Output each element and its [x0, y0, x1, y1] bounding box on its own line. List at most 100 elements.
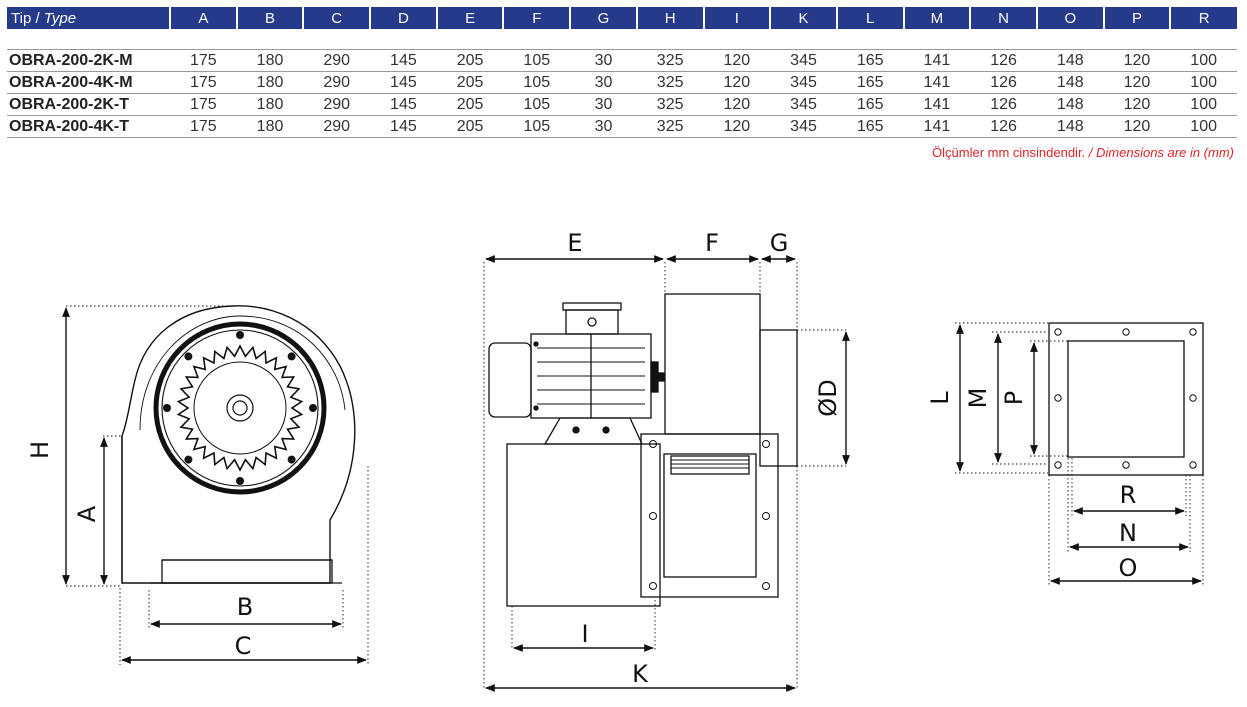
bolt-hole — [236, 477, 244, 485]
model-cell: OBRA-200-4K-T — [7, 115, 170, 138]
value-cell: 148 — [1036, 115, 1104, 138]
value-cell: 120 — [703, 71, 771, 94]
value-cell: 325 — [636, 115, 704, 138]
table-header-row: Tip / Type A B C D E F G H I K L M N O P… — [7, 7, 1237, 29]
bolt-hole — [163, 404, 171, 412]
bolt-hole — [287, 352, 296, 361]
column-header: N — [970, 7, 1038, 29]
value-cell: 30 — [570, 49, 637, 72]
value-cell: 175 — [170, 115, 237, 138]
value-cell: 165 — [836, 93, 904, 116]
units-note-en: / Dimensions are in (mm) — [1088, 145, 1234, 160]
value-cell: 175 — [170, 49, 237, 72]
value-cell: 100 — [1170, 71, 1237, 94]
value-cell: 345 — [770, 49, 837, 72]
value-cell: 205 — [436, 71, 504, 94]
front-view — [483, 262, 846, 690]
column-header: G — [570, 7, 638, 29]
column-header: E — [436, 7, 505, 29]
dim-label-b: B — [237, 593, 253, 621]
value-cell: 120 — [703, 115, 771, 138]
column-header: M — [903, 7, 972, 29]
dim-label-r: R — [1120, 481, 1137, 509]
value-cell: 148 — [1036, 93, 1104, 116]
value-cell: 105 — [503, 71, 571, 94]
value-cell: 325 — [636, 49, 704, 72]
bolt-hole — [184, 352, 193, 361]
bolt-hole — [309, 404, 317, 412]
value-cell: 126 — [970, 49, 1037, 72]
value-cell: 30 — [570, 115, 637, 138]
value-cell: 290 — [303, 71, 371, 94]
dim-label-n: N — [1119, 519, 1137, 547]
value-cell: 141 — [903, 49, 971, 72]
value-cell: 290 — [303, 93, 371, 116]
value-cell: 100 — [1170, 93, 1237, 116]
dim-label-e: E — [567, 229, 582, 257]
value-cell: 148 — [1036, 49, 1104, 72]
model-cell: OBRA-200-4K-M — [7, 71, 170, 94]
bolt-hole — [236, 331, 244, 339]
flange-view-dimensions — [956, 324, 1202, 585]
dim-label-c: C — [235, 632, 252, 660]
value-cell: 141 — [903, 71, 971, 94]
value-cell: 345 — [770, 71, 837, 94]
value-cell: 120 — [703, 49, 771, 72]
side-view-dimensions — [62, 307, 367, 664]
side-view — [66, 305, 369, 665]
value-cell: 120 — [703, 93, 771, 116]
value-cell: 165 — [836, 49, 904, 72]
value-cell: 126 — [970, 71, 1037, 94]
dim-label-l: L — [926, 391, 954, 405]
value-cell: 175 — [170, 93, 237, 116]
value-cell: 105 — [503, 115, 571, 138]
value-cell: 325 — [636, 93, 704, 116]
value-cell: 120 — [1103, 49, 1171, 72]
value-cell: 165 — [836, 71, 904, 94]
value-cell: 100 — [1170, 115, 1237, 138]
value-cell: 205 — [436, 115, 504, 138]
dim-label-p: P — [1000, 391, 1028, 405]
column-header: D — [370, 7, 438, 29]
model-cell: OBRA-200-2K-T — [7, 93, 170, 116]
value-cell: 180 — [236, 93, 304, 116]
value-cell: 325 — [636, 71, 704, 94]
type-label-en: Type — [43, 9, 77, 27]
flange-view — [955, 322, 1204, 587]
value-cell: 205 — [436, 49, 504, 72]
bolt-hole — [287, 455, 296, 464]
bolt-hole — [184, 455, 193, 464]
value-cell: 345 — [770, 93, 837, 116]
value-cell: 205 — [436, 93, 504, 116]
column-header: L — [836, 7, 905, 29]
value-cell: 180 — [236, 71, 304, 94]
value-cell: 126 — [970, 115, 1037, 138]
column-header: C — [303, 7, 372, 29]
value-cell: 120 — [1103, 93, 1171, 116]
dim-label-h: H — [26, 441, 54, 459]
value-cell: 145 — [370, 93, 437, 116]
type-column-header: Tip / Type — [7, 7, 171, 29]
dimensions-table: Tip / Type A B C D E F G H I K L M N O P… — [7, 7, 1237, 138]
value-cell: 175 — [170, 71, 237, 94]
column-header: O — [1036, 7, 1105, 29]
value-cell: 30 — [570, 93, 637, 116]
column-header: H — [636, 7, 705, 29]
column-header: F — [503, 7, 572, 29]
value-cell: 145 — [370, 49, 437, 72]
column-header: R — [1170, 7, 1237, 29]
dim-label-i: I — [581, 620, 588, 648]
value-cell: 30 — [570, 71, 637, 94]
value-cell: 180 — [236, 49, 304, 72]
units-note: Ölçümler mm cinsindendir. / Dimensions a… — [932, 145, 1234, 160]
value-cell: 145 — [370, 115, 437, 138]
value-cell: 126 — [970, 93, 1037, 116]
value-cell: 105 — [503, 93, 571, 116]
dim-label-a: A — [73, 505, 101, 522]
dim-label-o: O — [1119, 554, 1138, 582]
column-header: K — [770, 7, 838, 29]
